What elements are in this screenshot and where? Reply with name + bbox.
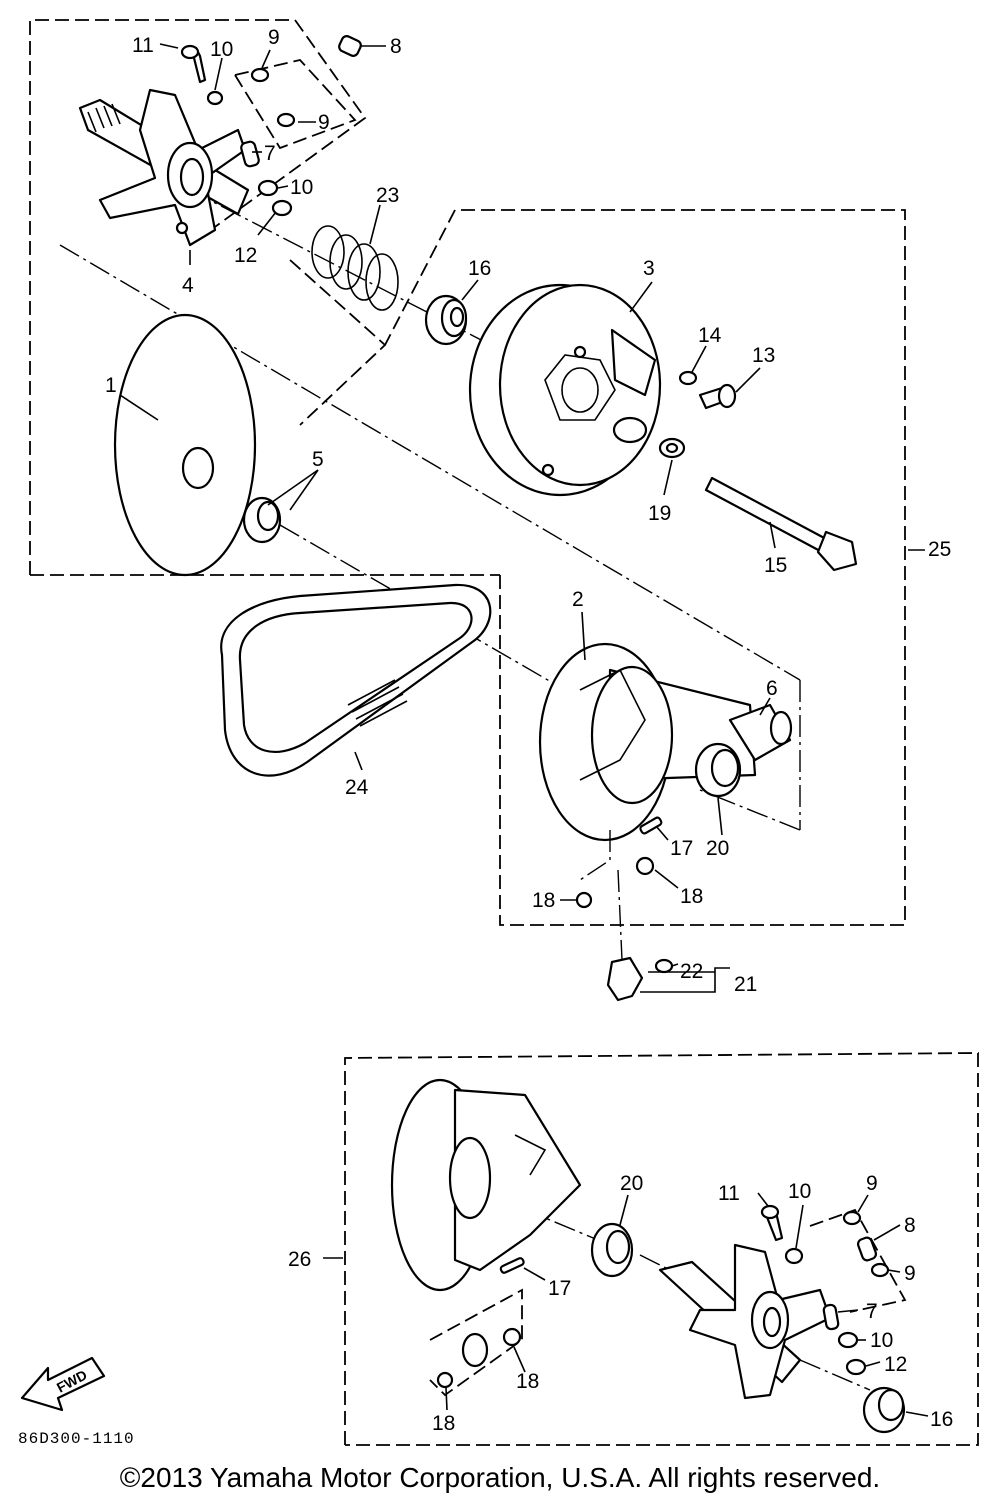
upper-small-hardware [180,35,362,217]
callout-26: 26 [288,1248,311,1271]
callout-7: 7 [866,1300,878,1323]
movable-sheave-part-2 [538,642,757,842]
callout-18: 18 [680,885,703,908]
callout-23: 23 [376,184,399,207]
cover-bolts-and-washers [658,370,858,572]
callout-13: 13 [752,344,775,367]
callout-17: 17 [548,1277,571,1300]
weight-part-21 [606,956,674,1002]
callout-12: 12 [884,1353,907,1376]
callout-18: 18 [432,1412,455,1435]
spring-part-23 [311,225,399,311]
lower-spider-hub [658,1243,832,1400]
belt-part-24 [220,583,492,777]
callout-labels: 11 10 9 8 9 7 10 23 12 4 16 3 14 13 1 5 … [105,26,953,1435]
callout-9: 9 [268,26,280,49]
callout-19: 19 [648,502,671,525]
callout-20: 20 [620,1172,643,1195]
callout-12: 12 [234,244,257,267]
callout-18: 18 [532,889,555,912]
callout-18: 18 [516,1370,539,1393]
lower-seal-part-20 [590,1222,634,1278]
leader-lines [119,43,929,1417]
callout-22: 22 [680,960,703,983]
callout-9: 9 [904,1262,916,1285]
callout-8: 8 [390,35,402,58]
seal-part-20 [694,742,742,798]
callout-5: 5 [312,448,324,471]
callout-1: 1 [105,374,117,397]
callout-9: 9 [866,1172,878,1195]
callout-10: 10 [210,38,233,61]
lower-assembly-outline [344,1052,979,1446]
callout-24: 24 [345,776,369,799]
slider-part-6 [728,703,793,762]
spider-hub-part-4 [78,88,250,247]
callout-6: 6 [766,677,778,700]
copyright-notice: ©2013 Yamaha Motor Corporation, U.S.A. A… [119,1462,881,1493]
callout-10: 10 [788,1180,811,1203]
callout-11: 11 [132,34,154,57]
callout-2: 2 [572,588,584,611]
drawing-code: 86D300-1110 [18,1430,135,1448]
callout-11: 11 [718,1182,740,1205]
callout-14: 14 [698,324,722,347]
fwd-arrow-icon: FWD [20,1356,106,1412]
cover-part-3 [468,283,662,497]
callout-16: 16 [468,257,491,280]
callout-15: 15 [764,554,787,577]
callout-25: 25 [928,538,951,561]
callout-8: 8 [904,1214,916,1237]
callout-7: 7 [264,142,276,165]
pins-and-rollers-upper [575,816,663,961]
callout-10: 10 [290,176,313,199]
callout-10: 10 [870,1329,893,1352]
seal-part-5 [242,496,282,544]
callout-21: 21 [734,973,757,996]
callout-16: 16 [930,1408,953,1431]
callout-20: 20 [706,837,729,860]
lower-movable-sheave [390,1078,582,1292]
bushing-part-16 [424,294,468,346]
sheave-part-1 [113,313,257,577]
lower-small-hardware [760,1204,906,1434]
callout-3: 3 [643,257,655,280]
callout-17: 17 [670,837,693,860]
exploded-parts-diagram: FWD [20,19,979,1446]
lower-pins-and-rollers [436,1257,525,1389]
callout-9: 9 [318,111,330,134]
callout-4: 4 [182,274,194,297]
